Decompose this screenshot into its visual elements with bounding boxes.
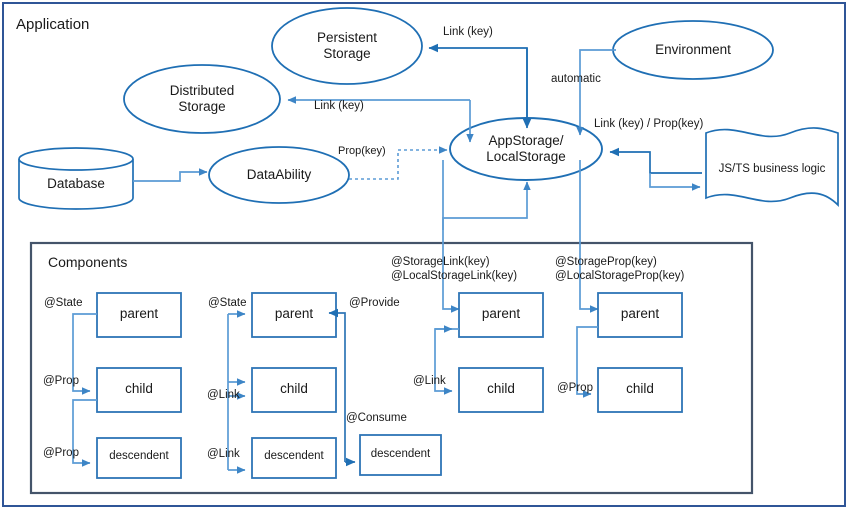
annotation-prop-col5: @Prop — [557, 382, 593, 394]
component-label-child-col4: child — [487, 381, 515, 396]
database-label: Database — [47, 176, 105, 191]
edge-businesslogic-to-appstorage — [609, 147, 702, 174]
edge-prop-child-to-descendent-1 — [72, 399, 97, 467]
annotation-link-col2-descendent: @Link — [207, 448, 240, 460]
component-label-parent-col1: parent — [119, 306, 159, 321]
component-box[interactable] — [359, 434, 442, 476]
component-label-parent-col2: parent — [274, 306, 314, 321]
business-logic-node[interactable] — [705, 127, 839, 208]
edge-prop-parent-to-child-5 — [576, 326, 598, 398]
edge-state-parent-to-child-1 — [72, 313, 97, 395]
edge-appstorage-to-storageprop-parent — [579, 160, 599, 313]
component-box[interactable] — [96, 292, 182, 338]
environment-label: Environment — [655, 42, 731, 57]
annotation-link-col2-child: @Link — [207, 389, 240, 401]
app-storage-label: AppStorage/ LocalStorage — [486, 133, 566, 165]
annotation-link-col4: @Link — [413, 375, 446, 387]
component-label-child-col1: child — [125, 381, 153, 396]
annotation-provide-col3: @Provide — [349, 297, 400, 309]
component-label-child-col5: child — [626, 381, 654, 396]
edge-provide-to-parent-3 — [328, 308, 346, 462]
persistent-storage-node[interactable] — [271, 7, 423, 85]
component-box[interactable] — [96, 367, 182, 413]
edge-environment-to-appstorage — [576, 49, 616, 136]
component-box[interactable] — [251, 367, 337, 413]
component-label-parent-col5: parent — [620, 306, 660, 321]
annotation-prop-col1-descendent: @Prop — [43, 447, 79, 459]
distributed-storage-label: Distributed Storage — [169, 83, 235, 115]
edge-appstorage-to-storagelink-parent — [442, 160, 460, 313]
edge-label-environment-automatic: automatic — [551, 73, 601, 85]
annotation-consume-col3: @Consume — [346, 412, 407, 424]
annotation-prop-col1-child: @Prop — [43, 375, 79, 387]
edge-appstorage-to-businesslogic — [649, 173, 701, 191]
data-ability-node[interactable] — [208, 146, 350, 204]
app-storage-node[interactable] — [449, 117, 603, 181]
annotation-state-col2: @State — [208, 297, 247, 309]
edge-database-to-dataability — [133, 168, 208, 182]
edge-dataability-to-appstorage — [349, 146, 448, 180]
persistent-storage-label: Persistent Storage — [316, 30, 378, 62]
edge-label-businesslogic-linkprop: Link (key) / Prop(key) — [594, 118, 704, 130]
edge-label-dataability-prop: Prop(key) — [338, 145, 386, 157]
edge-label-storagelink: @StorageLink(key) @LocalStorageLink(key) — [391, 256, 518, 282]
component-box[interactable] — [458, 367, 544, 413]
component-label-descendent-col3: descendent — [370, 448, 431, 460]
edge-label-storageprop: @StorageProp(key) @LocalStorageProp(key) — [555, 256, 685, 282]
components-frame-title: Components — [48, 254, 128, 270]
data-ability-label: DataAbility — [246, 167, 312, 182]
database-node[interactable] — [18, 147, 134, 210]
component-label-child-col2: child — [280, 381, 308, 396]
component-box[interactable] — [251, 437, 337, 479]
component-label-descendent-col1: descendent — [109, 450, 169, 462]
component-box[interactable] — [458, 292, 544, 338]
component-box[interactable] — [251, 292, 337, 338]
business-logic-label: JS/TS business logic — [718, 163, 826, 175]
distributed-storage-node[interactable] — [123, 64, 281, 134]
application-frame-title: Application — [16, 16, 90, 33]
edge-label-distributed-link: Link (key) — [314, 100, 364, 112]
component-box[interactable] — [597, 292, 683, 338]
component-box[interactable] — [597, 367, 683, 413]
edge-label-persistent-link: Link (key) — [443, 26, 493, 38]
annotation-state-col1: @State — [44, 297, 83, 309]
component-label-parent-col4: parent — [481, 306, 521, 321]
component-label-descendent-col2: descendent — [264, 450, 324, 462]
component-box[interactable] — [96, 437, 182, 479]
